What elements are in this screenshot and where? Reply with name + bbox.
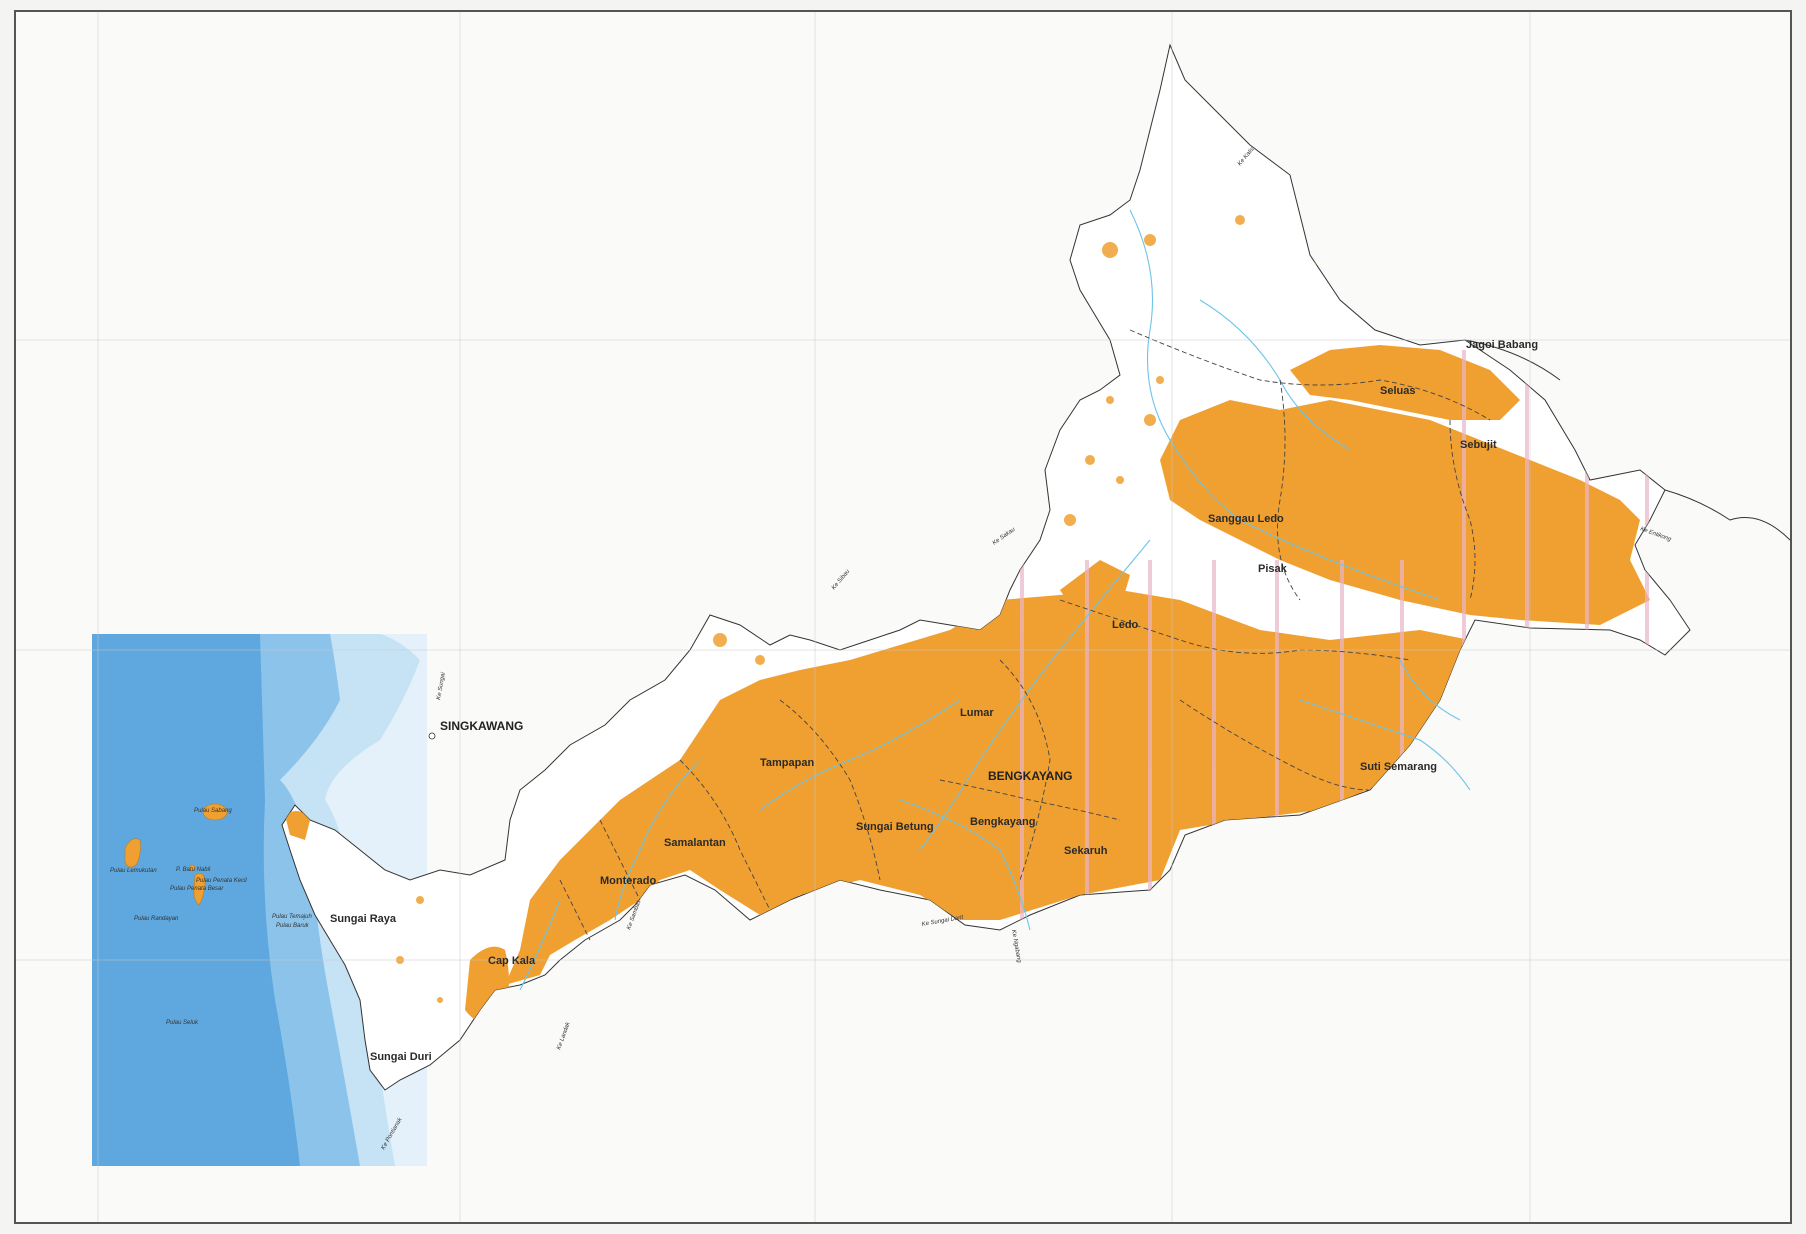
town-markers bbox=[428, 732, 436, 740]
label-samalantan: Samalantan bbox=[664, 837, 726, 849]
label-dir-sungai-darit: Ke Sungai Darit bbox=[921, 915, 964, 928]
label-ledo: Ledo bbox=[1112, 619, 1139, 631]
label-seluas: Seluas bbox=[1380, 385, 1415, 397]
label-pulau-lemukutan: Pulau Lemukutan bbox=[110, 868, 157, 874]
label-lumar: Lumar bbox=[960, 707, 994, 719]
landcover-ledo bbox=[1060, 560, 1130, 620]
label-sebujit: Sebujit bbox=[1460, 439, 1497, 451]
island-sabang bbox=[202, 803, 228, 821]
label-p-batu-nabil: P. Batu Nabil bbox=[176, 867, 211, 873]
label-dir-sungai: Ke Sungai bbox=[436, 671, 447, 700]
island-batu-nabil bbox=[188, 864, 196, 872]
label-pulau-temajuh: Pulau Temajuh bbox=[272, 914, 312, 920]
district-boundaries bbox=[559, 329, 1491, 941]
label-suti-semarang: Suti Semarang bbox=[1360, 761, 1437, 773]
label-jagoi-babang: Jagoi Babang bbox=[1466, 339, 1538, 351]
place-labels: SINGKAWANG BENGKAYANG Bengkayang Jagoi B… bbox=[330, 339, 1538, 1063]
island-penata-besar bbox=[193, 873, 206, 906]
label-bengkayang: Bengkayang bbox=[970, 816, 1035, 828]
island-labels: Pulau Sabang Pulau Lemukutan P. Batu Nab… bbox=[110, 808, 312, 1026]
rivers bbox=[519, 209, 1471, 991]
label-dir-sibau: Ke Sibau bbox=[831, 568, 852, 591]
landcover-bengkayang-n bbox=[1000, 600, 1060, 680]
label-sungai-duri: Sungai Duri bbox=[370, 1051, 432, 1063]
landcover-layer bbox=[285, 215, 1650, 1024]
label-sanggau-ledo: Sanggau Ledo bbox=[1208, 513, 1284, 525]
label-pulau-penata-kecil: Pulau Penata Kecil bbox=[196, 878, 247, 884]
label-dir-landak: Ke Landak bbox=[556, 1021, 572, 1051]
grid-lines bbox=[16, 12, 1790, 1222]
singkawang-marker bbox=[428, 732, 436, 740]
label-pulau-sabang: Pulau Sabang bbox=[194, 808, 232, 814]
label-dir-ngabang: Ke Ngabang bbox=[1010, 929, 1022, 964]
label-cap-kala: Cap Kala bbox=[488, 955, 536, 967]
label-sekaruh: Sekaruh bbox=[1064, 845, 1108, 857]
label-monterado: Monterado bbox=[600, 875, 657, 887]
label-dir-entikong: Ke Entikong bbox=[1639, 526, 1672, 543]
label-pulau-penata-besar: Pulau Penata Besar bbox=[170, 886, 224, 892]
island-lemukutan bbox=[124, 838, 141, 868]
label-dir-sakau: Ke Sakau bbox=[992, 526, 1017, 546]
label-singkawang: SINGKAWANG bbox=[440, 719, 523, 733]
landcover-main bbox=[505, 590, 1470, 985]
label-pulau-baruk: Pulau Baruk bbox=[276, 923, 310, 929]
islands bbox=[124, 803, 328, 928]
label-pulau-randayan: Pulau Randayan bbox=[134, 916, 179, 922]
label-pulau-seluk: Pulau Seluk bbox=[166, 1020, 199, 1026]
label-sungai-betung: Sungai Betung bbox=[856, 821, 934, 833]
external-borders bbox=[1464, 339, 1791, 541]
label-tampapan: Tampapan bbox=[760, 757, 814, 769]
label-sungai-raya: Sungai Raya bbox=[330, 913, 397, 925]
label-pisak: Pisak bbox=[1258, 563, 1288, 575]
label-bengkayang-caps: BENGKAYANG bbox=[988, 769, 1072, 783]
landcover-coast bbox=[285, 811, 310, 840]
